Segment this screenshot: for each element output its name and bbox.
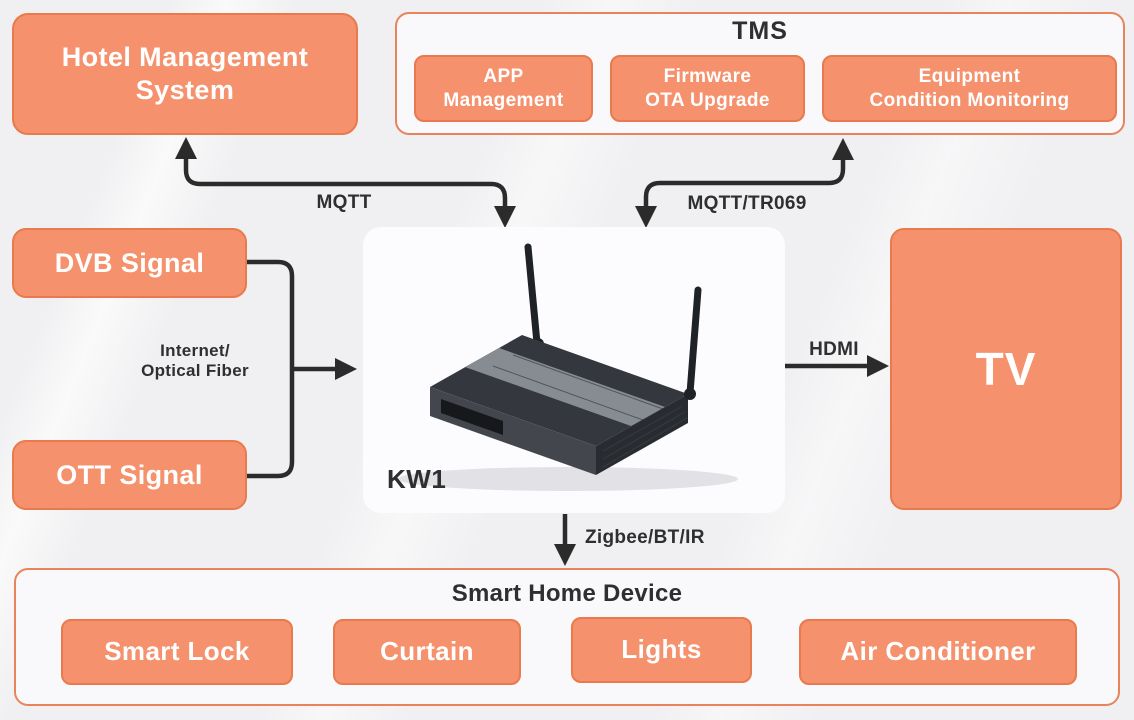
tv-box: TV (890, 228, 1122, 510)
app-management-line2: Management (443, 89, 564, 111)
firmware-line2: OTA Upgrade (645, 89, 770, 111)
dvb-signal-label: DVB Signal (54, 247, 205, 278)
kw1-device-panel (363, 227, 785, 513)
hms-label-line1: Hotel Management (61, 42, 309, 73)
firmware-ota-upgrade-box: Firmware OTA Upgrade (610, 55, 805, 122)
app-management-box: APP Management (414, 55, 593, 122)
kw1-device-name: KW1 (387, 464, 447, 494)
arrow-hms-kw1-mqtt (175, 137, 516, 228)
arrow-kw1-smarthome-zigbee (554, 514, 576, 566)
mqtt-link-label: MQTT (316, 192, 372, 213)
air-conditioner-box: Air Conditioner (799, 619, 1077, 685)
smart-lock-box: Smart Lock (61, 619, 293, 685)
curtain-label: Curtain (380, 636, 474, 667)
dvb-signal-box: DVB Signal (12, 228, 247, 298)
internet-optical-fiber-label: Internet/ Optical Fiber (118, 341, 272, 380)
ott-signal-box: OTT Signal (12, 440, 247, 510)
equipment-line1: Equipment (918, 66, 1021, 88)
lights-label: Lights (621, 634, 702, 665)
hms-label-line2: System (135, 75, 235, 105)
mqtt-tr069-link-label: MQTT/TR069 (687, 193, 807, 214)
equipment-line2: Condition Monitoring (869, 89, 1070, 111)
ott-signal-label: OTT Signal (56, 459, 203, 490)
equipment-condition-monitoring-box: Equipment Condition Monitoring (822, 55, 1117, 122)
hotel-management-system-box: Hotel Management System (12, 13, 358, 135)
tms-title: TMS (732, 17, 788, 45)
smart-lock-label: Smart Lock (104, 636, 250, 667)
internet-label-line1: Internet/ (160, 341, 230, 360)
tv-label: TV (975, 342, 1037, 395)
arrow-kw1-tms-mqtt-tr069 (635, 138, 854, 228)
curtain-box: Curtain (333, 619, 521, 685)
lights-box: Lights (571, 617, 752, 683)
smart-home-device-title: Smart Home Device (451, 580, 683, 607)
kw1-device-illustration (398, 243, 738, 491)
zigbee-bt-ir-link-label: Zigbee/BT/IR (585, 527, 705, 548)
firmware-line1: Firmware (663, 66, 752, 88)
air-conditioner-label: Air Conditioner (840, 636, 1036, 667)
app-management-line1: APP (483, 66, 524, 88)
hdmi-link-label: HDMI (809, 339, 859, 360)
internet-label-line2: Optical Fiber (141, 360, 249, 380)
